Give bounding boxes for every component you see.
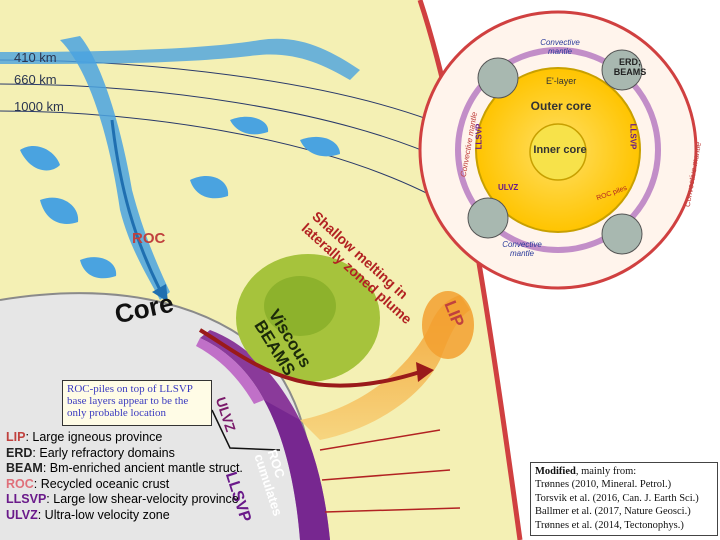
flux-arrow [324,507,461,513]
flux-arrow [319,429,441,451]
inset-llsvp-right-label: LLSVP [628,123,638,150]
slab-fragment [40,197,79,224]
lip-head [422,291,474,359]
references-box: Modified, mainly from: Trønnes (2010, Mi… [530,462,718,536]
depth-410-label: 410 km [14,50,57,65]
inset-inner-core [529,123,587,181]
roc-label: ROC [132,230,166,247]
flow-arrowhead [416,362,434,382]
legend-text: : Recycled oceanic crust [33,476,170,491]
inset-erd [467,197,509,239]
references-lead-bold: Modified [535,466,576,477]
inset-erd [601,213,643,255]
reference-line: Torsvik et al. (2016, Can. J. Earth Sci.… [535,492,699,504]
depth-1000-label: 1000 km [14,99,64,114]
inset-erd [601,49,643,91]
inset-convective-bottom-label: Convective mantle [502,240,542,258]
callout-pointer [211,409,281,451]
legend-item-roc: ROC: Recycled oceanic crust [6,477,234,493]
slab-fragment [20,145,60,171]
inset-erd-beams-label: ERD; BEAMS [613,57,647,77]
slab-arrow [110,119,162,291]
references-lead-rest: , mainly from: [575,466,637,477]
legend-item-lip: LIP: Large igneous province [6,430,234,446]
legend-key: LLSVP [6,492,47,506]
inset-inner-core-label: Inner core [533,144,587,156]
legend-key: LIP [6,430,26,444]
boundary-660 [0,83,446,161]
slab [60,36,170,300]
legend-text: : Large igneous province [25,430,163,444]
legend-key: ULVZ [6,507,38,522]
legend-text: : Bm-enriched ancient mantle struct. [42,461,243,475]
legend-key: ROC [6,476,34,491]
legend-text: : Ultra-low velocity zone [37,507,170,522]
legend-text: : Early refractory domains [32,445,175,460]
references-lead: Modified, mainly from: [535,465,713,478]
legend-key: BEAM [6,461,43,475]
slab-fragment [80,257,117,279]
flux-arrow [321,469,451,481]
legend-item-llsvp: LLSVP: Large low shear-velocity province [6,492,239,508]
flow-arrow [198,328,421,388]
legend: LIP: Large igneous province ERD: Early r… [6,430,243,524]
reference-line: Trønnes et al. (2014, Tectonophys.) [535,519,684,531]
legend-item-beam: BEAM: Bm-enriched ancient mantle struct. [6,461,243,477]
inset-ulvz-label: ULVZ [498,183,519,192]
legend-text: : Large low shear-velocity province [46,492,239,506]
reference-line: Ballmer et al. (2017, Nature Geosci.) [535,506,691,518]
callout-box: ROC-piles on top of LLSVP base layers ap… [62,380,212,426]
boundary-1000 [0,110,459,211]
legend-item-erd: ERD: Early refractory domains [6,446,234,462]
reference-line: Trønnes (2010, Mineral. Petrol.) [535,479,672,491]
depth-660-label: 660 km [14,72,57,87]
inset-mantle-ring [455,47,661,253]
slab-top [0,38,360,80]
roc-cumulates [264,400,330,540]
inset-erd [477,57,519,99]
ulvz-region [196,338,264,404]
slab-fragment [190,175,229,199]
slab-arrowhead [152,284,168,302]
legend-key: ERD [6,445,33,460]
slab-fragment [230,116,269,135]
inset-eclayer-label: E'-layer [546,76,577,86]
beams-core [264,276,336,336]
inset-outer-core-label: Outer core [530,99,592,113]
slab-fragment [300,136,340,157]
inset-convective-top-label: Convective mantle [540,38,580,56]
legend-item-ulvz: ULVZ: Ultra-low velocity zone [6,508,234,524]
